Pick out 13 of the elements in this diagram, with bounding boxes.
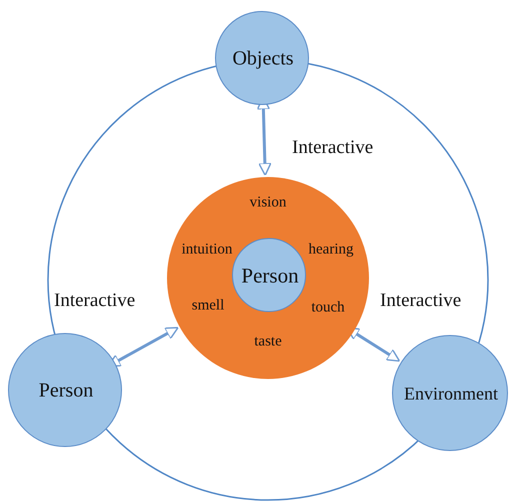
sense-label: hearing (308, 242, 354, 258)
sense-label: taste (254, 334, 282, 350)
interaction-label: Interactive (54, 290, 136, 312)
sense-label: vision (250, 194, 286, 212)
sense-label: touch (311, 300, 345, 316)
node-label: Person (241, 264, 299, 288)
sense-label: intuition (182, 242, 232, 258)
sense-label: smell (192, 298, 224, 314)
interaction-label: Interactive (292, 137, 374, 159)
node-label: Objects (232, 48, 294, 70)
node-label: Person (38, 380, 94, 402)
interaction-label: Interactive (380, 290, 462, 312)
node-label: Environment (404, 384, 498, 404)
